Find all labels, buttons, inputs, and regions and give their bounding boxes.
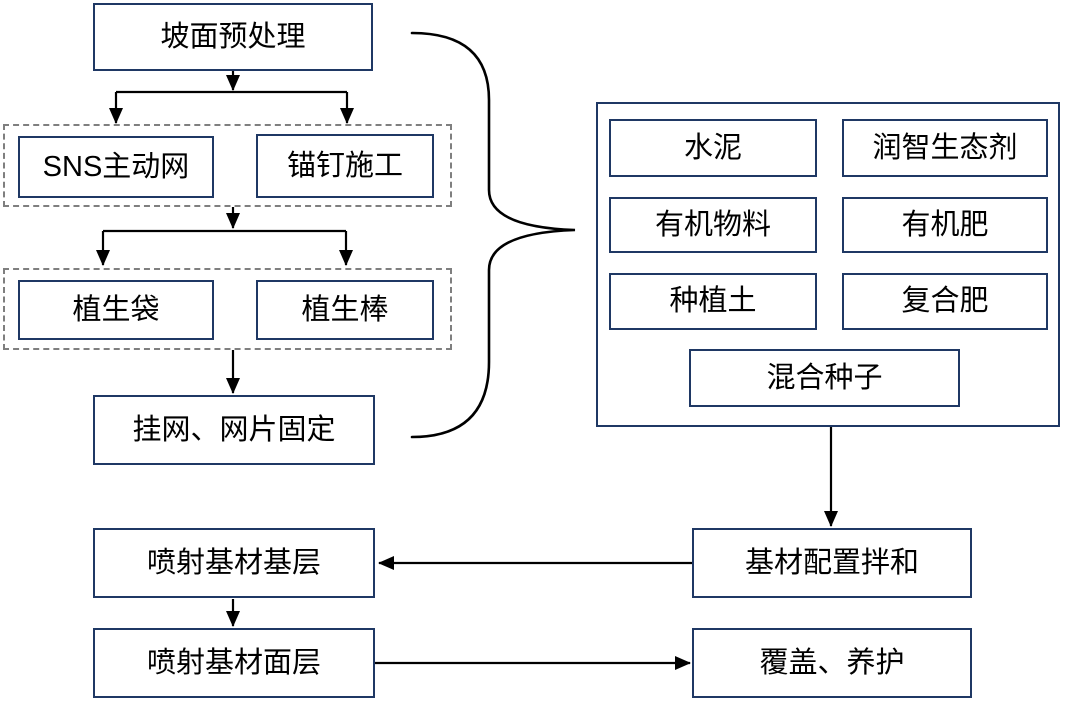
- node-label: 有机肥: [901, 208, 989, 241]
- material-node-compound-fertilizer: 复合肥: [842, 273, 1048, 330]
- material-node-organic-material: 有机物料: [609, 197, 817, 253]
- material-node-organic-fertilizer: 有机肥: [842, 197, 1048, 253]
- node-label: 有机物料: [654, 208, 771, 241]
- flow-node-slope-pretreatment: 坡面预处理: [93, 3, 373, 71]
- node-label: 润智生态剂: [872, 131, 1018, 164]
- flow-node-anchor-construction: 锚钉施工: [256, 134, 434, 198]
- flow-node-sns-net: SNS主动网: [18, 136, 214, 198]
- flow-node-vegetation-rod: 植生棒: [256, 280, 434, 340]
- node-label: 种植土: [669, 285, 757, 317]
- material-node-cement: 水泥: [609, 119, 817, 177]
- node-label: 基材配置拌和: [744, 546, 919, 579]
- node-label: 锚钉施工: [286, 149, 403, 182]
- node-label: 挂网、网片固定: [132, 413, 336, 446]
- node-label: 喷射基材面层: [146, 646, 321, 679]
- flow-node-cover-maintenance: 覆盖、养护: [692, 628, 972, 698]
- material-node-planting-soil: 种植土: [609, 273, 817, 330]
- node-label: 混合种子: [766, 361, 883, 394]
- node-label: 喷射基材基层: [146, 546, 321, 579]
- dashed-group-stage1: [3, 124, 452, 207]
- node-label: 覆盖、养护: [759, 646, 905, 679]
- flow-node-spray-base-layer: 喷射基材基层: [93, 528, 375, 598]
- node-label: 水泥: [683, 131, 742, 164]
- flow-node-vegetation-bag: 植生袋: [18, 280, 214, 340]
- material-node-mixed-seeds: 混合种子: [689, 349, 960, 407]
- node-label: 坡面预处理: [160, 20, 306, 53]
- node-label: SNS主动网: [42, 150, 190, 183]
- dashed-group-stage2: [3, 268, 452, 350]
- node-label: 复合肥: [901, 285, 989, 317]
- flow-node-spray-surface-layer: 喷射基材面层: [93, 628, 375, 698]
- curly-brace: [410, 31, 576, 439]
- node-label: 植生袋: [72, 293, 160, 326]
- material-node-runzhi-eco-agent: 润智生态剂: [842, 119, 1048, 177]
- flow-node-substrate-mixing: 基材配置拌和: [692, 528, 972, 598]
- node-label: 植生棒: [301, 293, 389, 326]
- flow-node-net-fixing: 挂网、网片固定: [93, 395, 375, 465]
